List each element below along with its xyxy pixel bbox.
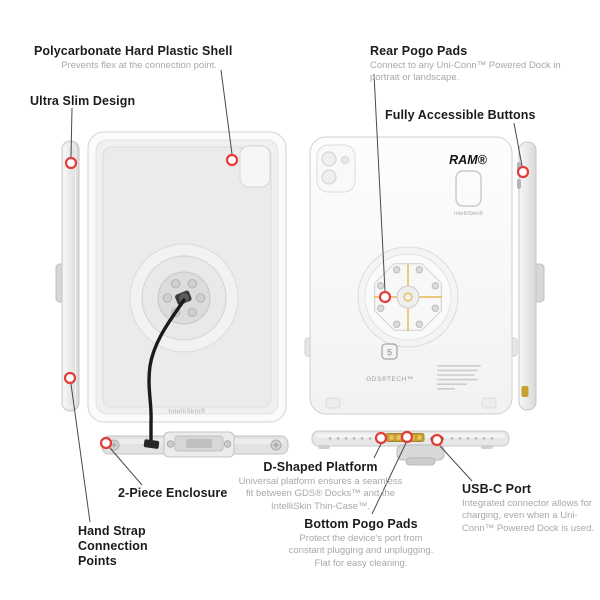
ram-badge-outline	[455, 170, 482, 207]
platform-screws	[377, 266, 439, 328]
gds-logo-mark: 5	[387, 348, 392, 358]
callout-usb-c: USB-C Port Integrated connector allows f…	[462, 482, 600, 535]
callout-rear-pogo-title: Rear Pogo Pads	[370, 44, 468, 58]
leader-bottom-pogo	[371, 442, 407, 515]
callout-hand-strap: Hand Strap Connection Points	[78, 524, 190, 568]
right-side-view	[517, 141, 545, 411]
leader-two-piece	[109, 447, 143, 486]
leader-usb-c	[439, 445, 473, 482]
callout-shell: Polycarbonate Hard Plastic Shell Prevent…	[34, 44, 244, 72]
leader-ultra-slim	[70, 107, 73, 158]
intelliskin-rear-text: IntelliSkin®	[454, 210, 484, 217]
hub-screws	[162, 279, 206, 317]
callout-shell-desc: Prevents flex at the connection point.	[61, 60, 217, 71]
rear-view: RAM® IntelliSkin®	[304, 136, 518, 415]
callout-buttons: Fully Accessible Buttons	[385, 108, 536, 122]
callout-d-platform-title: D-Shaped Platform	[263, 460, 378, 474]
ram-logo-text: RAM®	[449, 153, 487, 167]
marker-buttons	[516, 165, 530, 179]
regulatory-fine-print	[437, 365, 481, 390]
front-view: IntelliSkin®	[87, 131, 287, 423]
cable-path	[147, 298, 186, 443]
callout-usb-c-title: USB-C Port	[462, 482, 532, 496]
enclosure-screw-right	[270, 439, 282, 451]
leader-d-platform	[373, 443, 382, 459]
marker-hand-strap	[63, 371, 77, 385]
camera-cutout	[239, 145, 271, 188]
speaker-holes	[328, 437, 494, 440]
gds-tech-text: GDS®TECH™	[366, 375, 414, 383]
callout-usb-c-desc: Integrated connector allows for charging…	[462, 498, 595, 534]
callout-two-piece: 2-Piece Enclosure	[118, 486, 227, 500]
power-button	[517, 179, 521, 189]
leader-shell	[220, 69, 233, 155]
leader-lines	[70, 69, 523, 523]
hand-strap-cable	[143, 298, 186, 449]
callout-ultra-slim-title: Ultra Slim Design	[30, 94, 136, 108]
marker-rear-pogo	[378, 290, 392, 304]
leader-hand-strap	[70, 383, 91, 523]
marker-usb-c	[430, 433, 444, 447]
callout-hand-strap-title: Hand Strap Connection Points	[78, 524, 148, 568]
callout-buttons-title: Fully Accessible Buttons	[385, 108, 536, 122]
marker-d-platform	[374, 431, 388, 445]
callout-shell-title: Polycarbonate Hard Plastic Shell	[34, 44, 233, 58]
leader-buttons	[513, 122, 523, 167]
callout-ultra-slim: Ultra Slim Design	[30, 94, 135, 108]
callout-bottom-pogo: Bottom Pogo Pads Protect the device's po…	[281, 517, 441, 570]
bottom-enclosure-piece	[101, 431, 289, 458]
callout-d-platform: D-Shaped Platform Universal platform ens…	[238, 460, 403, 513]
marker-ultra-slim	[64, 156, 78, 170]
side-pogo-contact	[521, 386, 529, 397]
callout-d-platform-desc: Universal platform ensures a seamless fi…	[238, 476, 403, 512]
callout-bottom-pogo-desc: Protect the device's port from constant …	[288, 533, 434, 569]
callout-bottom-pogo-title: Bottom Pogo Pads	[304, 517, 418, 531]
right-side-body	[518, 141, 537, 411]
left-side-body	[61, 140, 80, 412]
marker-bottom-pogo	[400, 430, 414, 444]
d-shaped-platform-graphic	[357, 246, 459, 348]
camera-bump	[316, 144, 356, 193]
callout-two-piece-title: 2-Piece Enclosure	[118, 486, 228, 500]
leader-rear-pogo	[373, 73, 386, 292]
gds-logo-box	[381, 343, 398, 360]
marker-two-piece	[99, 436, 113, 450]
intelliskin-front-text: IntelliSkin®	[168, 407, 205, 415]
left-side-view	[55, 140, 80, 412]
callout-markers	[63, 153, 530, 450]
marker-shell	[225, 153, 239, 167]
cable-end-connector	[143, 439, 160, 449]
callout-rear-pogo: Rear Pogo Pads Connect to any Uni-Conn™ …	[370, 44, 565, 85]
callout-rear-pogo-desc: Connect to any Uni-Conn™ Powered Dock in…	[370, 60, 561, 84]
